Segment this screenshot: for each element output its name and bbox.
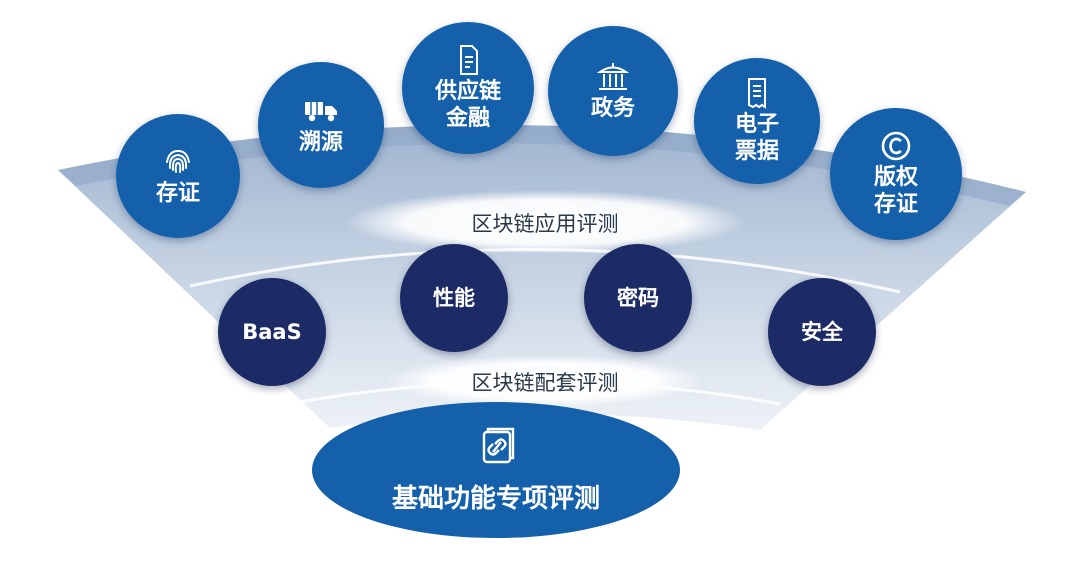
node-label: 版权 存证 — [873, 165, 918, 217]
fingerprint-icon — [160, 146, 196, 178]
node-suyuan: 溯源 — [258, 62, 384, 188]
node-label: 性能 — [433, 285, 475, 310]
base-layer: 基础功能专项评测 — [312, 402, 680, 538]
node-dianzi-piaoju: 电子 票据 — [694, 58, 820, 184]
node-mima: 密码 — [584, 244, 692, 352]
node-xingneng: 性能 — [400, 244, 508, 352]
support-layer-title: 区块链配套评测 — [471, 371, 619, 395]
node-label: 供应链 金融 — [434, 79, 501, 131]
node-zhengwu: 政务 — [548, 26, 678, 156]
glow-app-title — [345, 190, 745, 254]
document-icon — [450, 44, 486, 76]
node-label: 密码 — [617, 285, 659, 310]
node-cunzheng: 存证 — [116, 114, 240, 238]
node-label: 政务 — [590, 95, 635, 121]
government-building-icon — [595, 61, 631, 93]
node-label: 存证 — [155, 180, 200, 206]
node-label: 溯源 — [298, 129, 343, 155]
receipt-icon — [739, 77, 775, 109]
truck-icon — [303, 95, 339, 127]
node-label: 安全 — [801, 319, 843, 344]
node-baas: BaaS — [218, 278, 326, 386]
chain-link-icon — [474, 426, 518, 474]
copyright-icon — [878, 130, 914, 162]
glow-support-title — [385, 355, 705, 407]
application-layer-title: 区块链应用评测 — [471, 212, 619, 236]
node-label: BaaS — [242, 319, 302, 344]
node-anquan: 安全 — [768, 278, 876, 386]
node-label: 电子 票据 — [734, 112, 779, 164]
base-layer-title: 基础功能专项评测 — [391, 483, 600, 514]
node-gongyinglian-jinrong: 供应链 金融 — [402, 22, 534, 154]
node-banquan-cunzheng: 版权 存证 — [830, 108, 962, 240]
